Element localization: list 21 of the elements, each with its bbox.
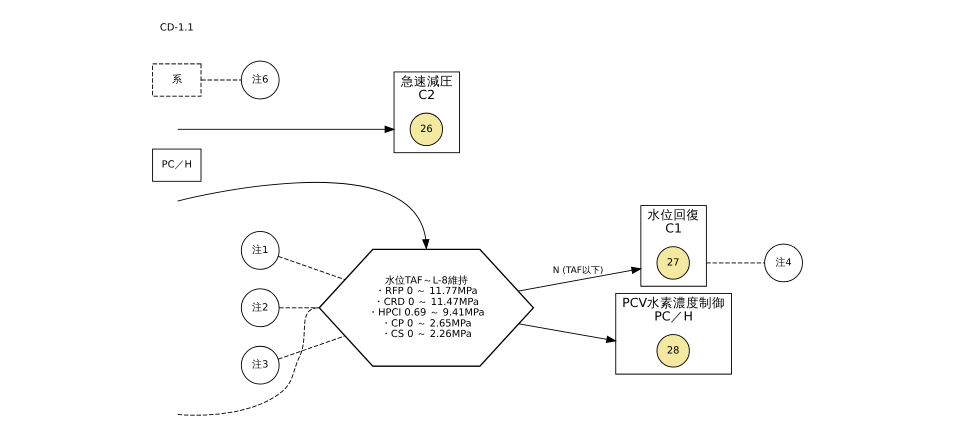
edge-label: N (TAF以下) [552,266,603,276]
connector [705,262,764,264]
node-circle: 注6 [240,60,280,100]
node-box: PC／H [152,148,201,182]
node-circle: 28 [656,334,690,368]
node-circle: 注3 [240,346,280,385]
arrow [176,182,430,250]
node-circle: 注2 [240,288,280,328]
label: CD-1.1 [159,22,194,34]
connector [278,307,320,308]
node-circle: 注1 [240,231,280,270]
connector [277,335,345,360]
arrow [518,266,642,292]
connector [176,307,320,416]
node-box: 系 [152,63,201,97]
node-circle: 27 [656,246,690,280]
connector [277,256,345,280]
node-circle: 26 [409,112,443,146]
arrow [518,323,617,343]
node-circle: 注4 [764,244,802,282]
arrow [176,126,395,134]
